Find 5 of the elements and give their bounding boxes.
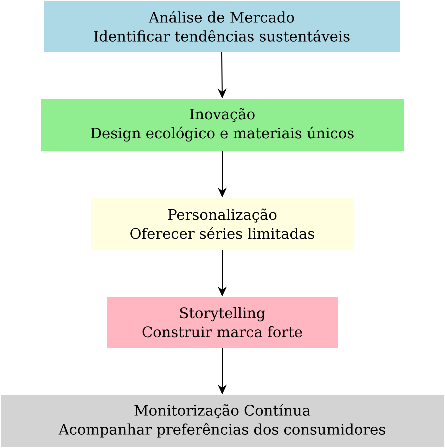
process-box: Monitorização Contínua Acompanhar preferências dos consumidores bbox=[1, 395, 444, 447]
process-box: Storytelling Construir marca forte bbox=[107, 297, 338, 348]
process-box: Personalização Oferecer séries limitadas bbox=[91, 198, 354, 250]
process-box: Análise de Mercado Identificar tendências sustentáveis bbox=[44, 1, 400, 52]
process-box: Inovação Design ecológico e materiais únicos bbox=[41, 99, 404, 151]
